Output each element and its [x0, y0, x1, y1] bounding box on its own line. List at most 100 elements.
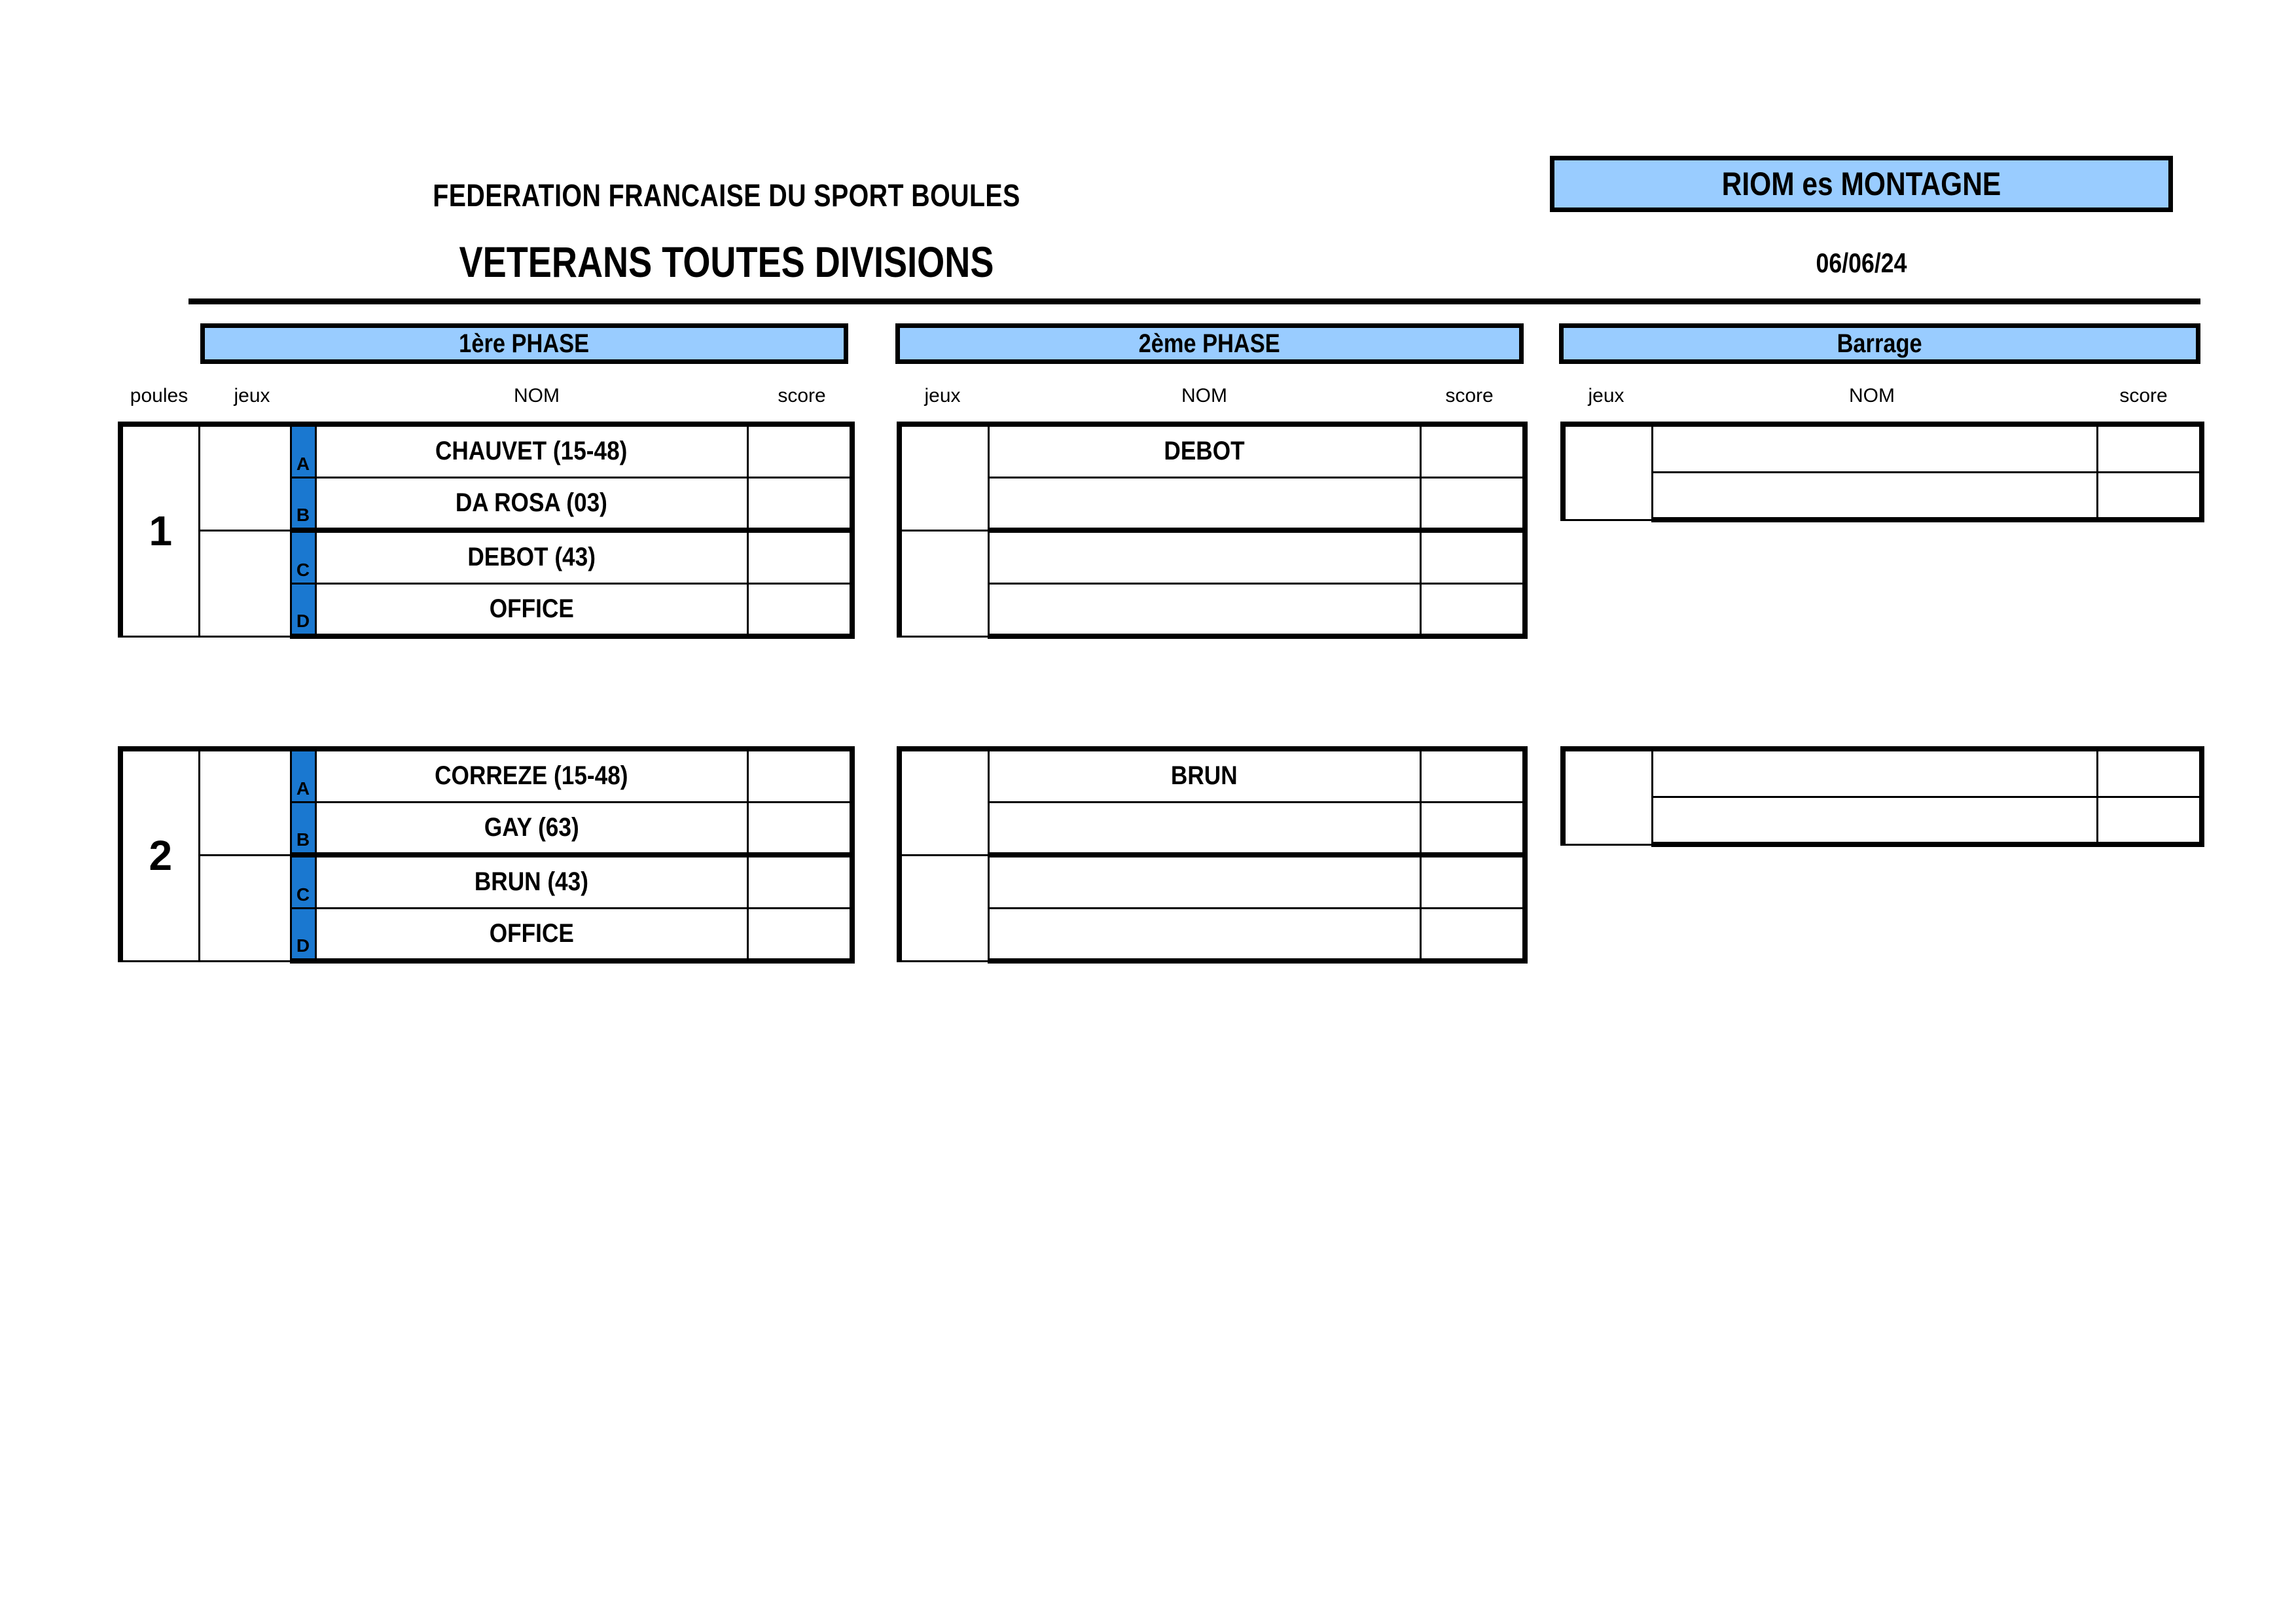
- score-cell[interactable]: [2096, 746, 2204, 798]
- player-name-cell[interactable]: CHAUVET (15-48): [314, 422, 749, 478]
- player-name-cell[interactable]: GAY (63): [314, 801, 749, 857]
- score-cell[interactable]: [746, 582, 855, 639]
- table-row: [1560, 746, 2204, 846]
- player-name-cell[interactable]: OFFICE: [314, 907, 749, 964]
- score-cell[interactable]: [746, 422, 855, 478]
- player-name: BRUN: [1171, 761, 1238, 791]
- section-header-barrage: Barrage: [1559, 323, 2200, 364]
- player-name-cell[interactable]: [987, 529, 1422, 585]
- score-cell[interactable]: [2096, 795, 2204, 847]
- phase1-poule-table: 1 A CHAUVET (15-48) B DA ROSA (03) C DEB…: [118, 422, 855, 639]
- jeux-cell[interactable]: [1560, 746, 1653, 846]
- title-divider-rule: [188, 298, 2200, 304]
- barrage-title: Barrage: [1837, 329, 1923, 358]
- player-name-cell[interactable]: [987, 801, 1422, 857]
- table-row: [897, 529, 1528, 638]
- table-row: B GAY (63): [120, 801, 855, 857]
- match-letter: B: [289, 801, 317, 857]
- caption-poules: poules: [130, 385, 188, 406]
- jeux-cell[interactable]: [198, 746, 292, 856]
- player-name-cell[interactable]: BRUN (43): [314, 854, 749, 909]
- player-name-cell[interactable]: [1651, 422, 2098, 473]
- score-cell[interactable]: [1419, 476, 1528, 533]
- player-name: CHAUVET (15-48): [435, 437, 628, 466]
- score-cell[interactable]: [2096, 471, 2204, 522]
- table-row: 1 A CHAUVET (15-48): [118, 422, 855, 638]
- phase2-table: DEBOT: [897, 422, 1528, 639]
- venue-box: RIOM es MONTAGNE: [1550, 156, 2173, 212]
- caption-score-phase2: score: [1445, 385, 1494, 406]
- table-row: DEBOT: [897, 422, 1528, 532]
- player-name-cell[interactable]: DEBOT (43): [314, 529, 749, 585]
- section-header-phase1: 1ère PHASE: [200, 323, 848, 364]
- player-name: OFFICE: [489, 594, 574, 623]
- jeux-cell[interactable]: [198, 854, 292, 962]
- table-row: D OFFICE: [120, 907, 855, 964]
- score-cell[interactable]: [1419, 907, 1528, 964]
- player-name-cell[interactable]: [1651, 746, 2098, 798]
- match-letter: B: [289, 476, 317, 533]
- match-letter: D: [289, 582, 317, 639]
- player-name-cell[interactable]: DA ROSA (03): [314, 476, 749, 533]
- player-name: DEBOT: [1164, 437, 1245, 466]
- player-name-cell[interactable]: OFFICE: [314, 582, 749, 639]
- player-name-cell[interactable]: [987, 907, 1422, 964]
- jeux-cell[interactable]: [897, 854, 990, 962]
- match-letter: C: [289, 529, 317, 585]
- table-row: C BRUN (43): [120, 854, 855, 962]
- score-cell[interactable]: [1419, 529, 1528, 585]
- jeux-cell[interactable]: [897, 529, 990, 638]
- player-name-cell[interactable]: [1651, 795, 2098, 847]
- score-cell[interactable]: [1419, 801, 1528, 857]
- table-row: C DEBOT (43): [120, 529, 855, 638]
- section-header-phase2: 2ème PHASE: [895, 323, 1524, 364]
- table-row: [899, 582, 1528, 639]
- table-row: [1563, 795, 2204, 847]
- table-row: D OFFICE: [120, 582, 855, 639]
- jeux-cell[interactable]: [897, 746, 990, 856]
- score-cell[interactable]: [1419, 582, 1528, 639]
- player-name: GAY (63): [484, 812, 579, 842]
- caption-score-phase1: score: [778, 385, 826, 406]
- table-row: [899, 907, 1528, 964]
- score-cell[interactable]: [746, 801, 855, 857]
- jeux-cell[interactable]: [198, 422, 292, 532]
- table-row: 2 A CORREZE (15-48): [118, 746, 855, 962]
- phase1-title: 1ère PHASE: [459, 329, 590, 358]
- player-name: BRUN (43): [474, 867, 589, 897]
- player-name-cell[interactable]: DEBOT: [987, 422, 1422, 478]
- table-row: [899, 476, 1528, 533]
- caption-score-barrage: score: [2119, 385, 2168, 406]
- score-cell[interactable]: [746, 907, 855, 964]
- player-name-cell[interactable]: [1651, 471, 2098, 522]
- player-name-cell[interactable]: BRUN: [987, 746, 1422, 803]
- score-cell[interactable]: [746, 746, 855, 803]
- score-cell[interactable]: [746, 476, 855, 533]
- player-name-cell[interactable]: [987, 854, 1422, 909]
- match-letter: D: [289, 907, 317, 964]
- score-cell[interactable]: [746, 529, 855, 585]
- score-cell[interactable]: [2096, 422, 2204, 473]
- score-cell[interactable]: [746, 854, 855, 909]
- table-row: B DA ROSA (03): [120, 476, 855, 533]
- jeux-cell[interactable]: [897, 422, 990, 532]
- competition-title: VETERANS TOUTES DIVISIONS: [459, 238, 994, 286]
- barrage-table: [1560, 422, 2204, 522]
- player-name-cell[interactable]: [987, 476, 1422, 533]
- table-row: [1560, 422, 2204, 521]
- score-cell[interactable]: [1419, 422, 1528, 478]
- caption-nom-phase2: NOM: [1181, 385, 1227, 406]
- jeux-cell[interactable]: [198, 529, 292, 638]
- score-cell[interactable]: [1419, 746, 1528, 803]
- player-name-cell[interactable]: CORREZE (15-48): [314, 746, 749, 803]
- table-row: [1563, 471, 2204, 522]
- phase2-table: BRUN: [897, 746, 1528, 964]
- player-name-cell[interactable]: [987, 582, 1422, 639]
- match-letter: C: [289, 854, 317, 909]
- score-cell[interactable]: [1419, 854, 1528, 909]
- table-row: BRUN: [897, 746, 1528, 856]
- jeux-cell[interactable]: [1560, 422, 1653, 521]
- match-letter: A: [289, 746, 317, 803]
- poule-number: 1: [118, 422, 200, 638]
- player-name: OFFICE: [489, 918, 574, 948]
